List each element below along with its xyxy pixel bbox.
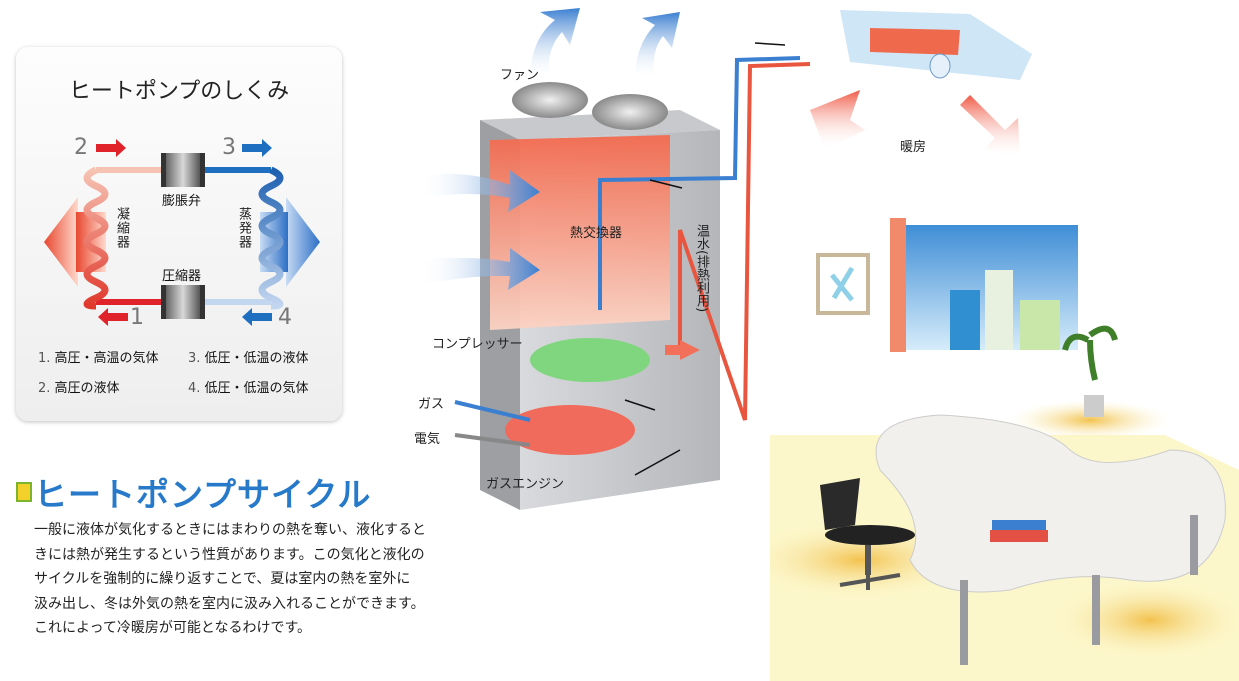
warm-air-arrow [810, 90, 865, 150]
plant [1062, 325, 1118, 381]
legend-item-3: 3. 低圧・低温の液体 [188, 351, 309, 366]
picture-frame [816, 253, 870, 315]
compressor-label: 圧縮器 [162, 269, 202, 284]
arrow-3 [242, 139, 272, 157]
section-marker-icon [16, 482, 32, 502]
gas-engine-shape [505, 405, 635, 455]
cycle-number-4: 4 [278, 305, 292, 330]
electricity-label: 電気 [414, 432, 441, 447]
exhaust-arrow [635, 12, 680, 80]
body-line: 汲み出し、冬は外気の熱を室内に汲み入れることができます。 [34, 595, 425, 612]
room-illustration [770, 10, 1239, 681]
body-line: これによって冷暖房が可能となるわけです。 [34, 620, 312, 636]
compressor-label-diagram: コンプレッサー [432, 337, 523, 352]
compressor-shape [530, 338, 650, 382]
heating-label: 暖房 [900, 140, 927, 155]
heat-pump-mechanism-card: ヒートポンプのしくみ [16, 47, 342, 421]
flow-arrow [624, 399, 656, 411]
expansion-valve-label: 膨脹弁 [162, 194, 202, 209]
fan-right [592, 94, 668, 130]
arrow-4 [242, 308, 272, 326]
desk [875, 414, 1226, 593]
compressor [166, 285, 200, 319]
card-title: ヒートポンプのしくみ [68, 79, 290, 104]
body-line: サイクルを強制的に繰り返すことで、夏は室内の熱を室外に [34, 571, 411, 587]
legend-item-4: 4. 低圧・低温の気体 [188, 381, 309, 396]
heat-absorb-arrow [286, 197, 320, 287]
heat-pump-cycle-diagram [44, 139, 320, 326]
heat-release-arrow [44, 197, 78, 287]
intake-air-arrow [420, 170, 540, 212]
legend-item-1: 1. 高圧・高温の気体 [38, 351, 159, 366]
condenser-coil [83, 166, 109, 310]
intake-air-arrow [420, 248, 540, 290]
orange-flow-arrow [665, 340, 700, 360]
hot-water-label: 温水(排熱利用) [694, 224, 709, 313]
body-line: きには熱が発生するという性質があります。この気化と液化の [34, 546, 425, 563]
section-title: ヒートポンプサイクル [34, 475, 372, 514]
expansion-valve [166, 153, 200, 187]
arrow-2 [96, 139, 126, 157]
arrow-1 [98, 308, 128, 326]
cycle-number-3: 3 [222, 135, 236, 160]
exhaust-arrow [530, 8, 580, 80]
gas-label: ガス [418, 397, 445, 412]
fan-label: ファン [500, 68, 540, 83]
evaporator-label: 蒸発器 [236, 207, 251, 249]
warm-air-arrow [960, 95, 1020, 160]
legend-item-2: 2. 高圧の液体 [38, 381, 120, 396]
cycle-number-2: 2 [74, 135, 88, 160]
body-line: 一般に液体が気化するときにはまわりの熱を奪い、液化すると [34, 522, 426, 538]
gas-engine-label: ガスエンジン [486, 477, 565, 492]
heat-exchanger-label: 熱交換器 [570, 226, 623, 241]
gas-heat-pump-unit-illustration [420, 8, 811, 510]
chair [820, 478, 860, 530]
flow-arrow [634, 449, 681, 476]
flow-arrow [754, 42, 786, 46]
flow-arrow [649, 179, 683, 189]
section-body: 一般に液体が気化するときにはまわりの熱を奪い、液化すると きには熱が発生するとい… [34, 518, 514, 641]
fan-left [512, 82, 588, 118]
condenser-label: 凝縮器 [114, 207, 129, 249]
evaporator-coil [258, 166, 284, 310]
book-stack [990, 530, 1048, 542]
cycle-number-1: 1 [130, 305, 144, 330]
